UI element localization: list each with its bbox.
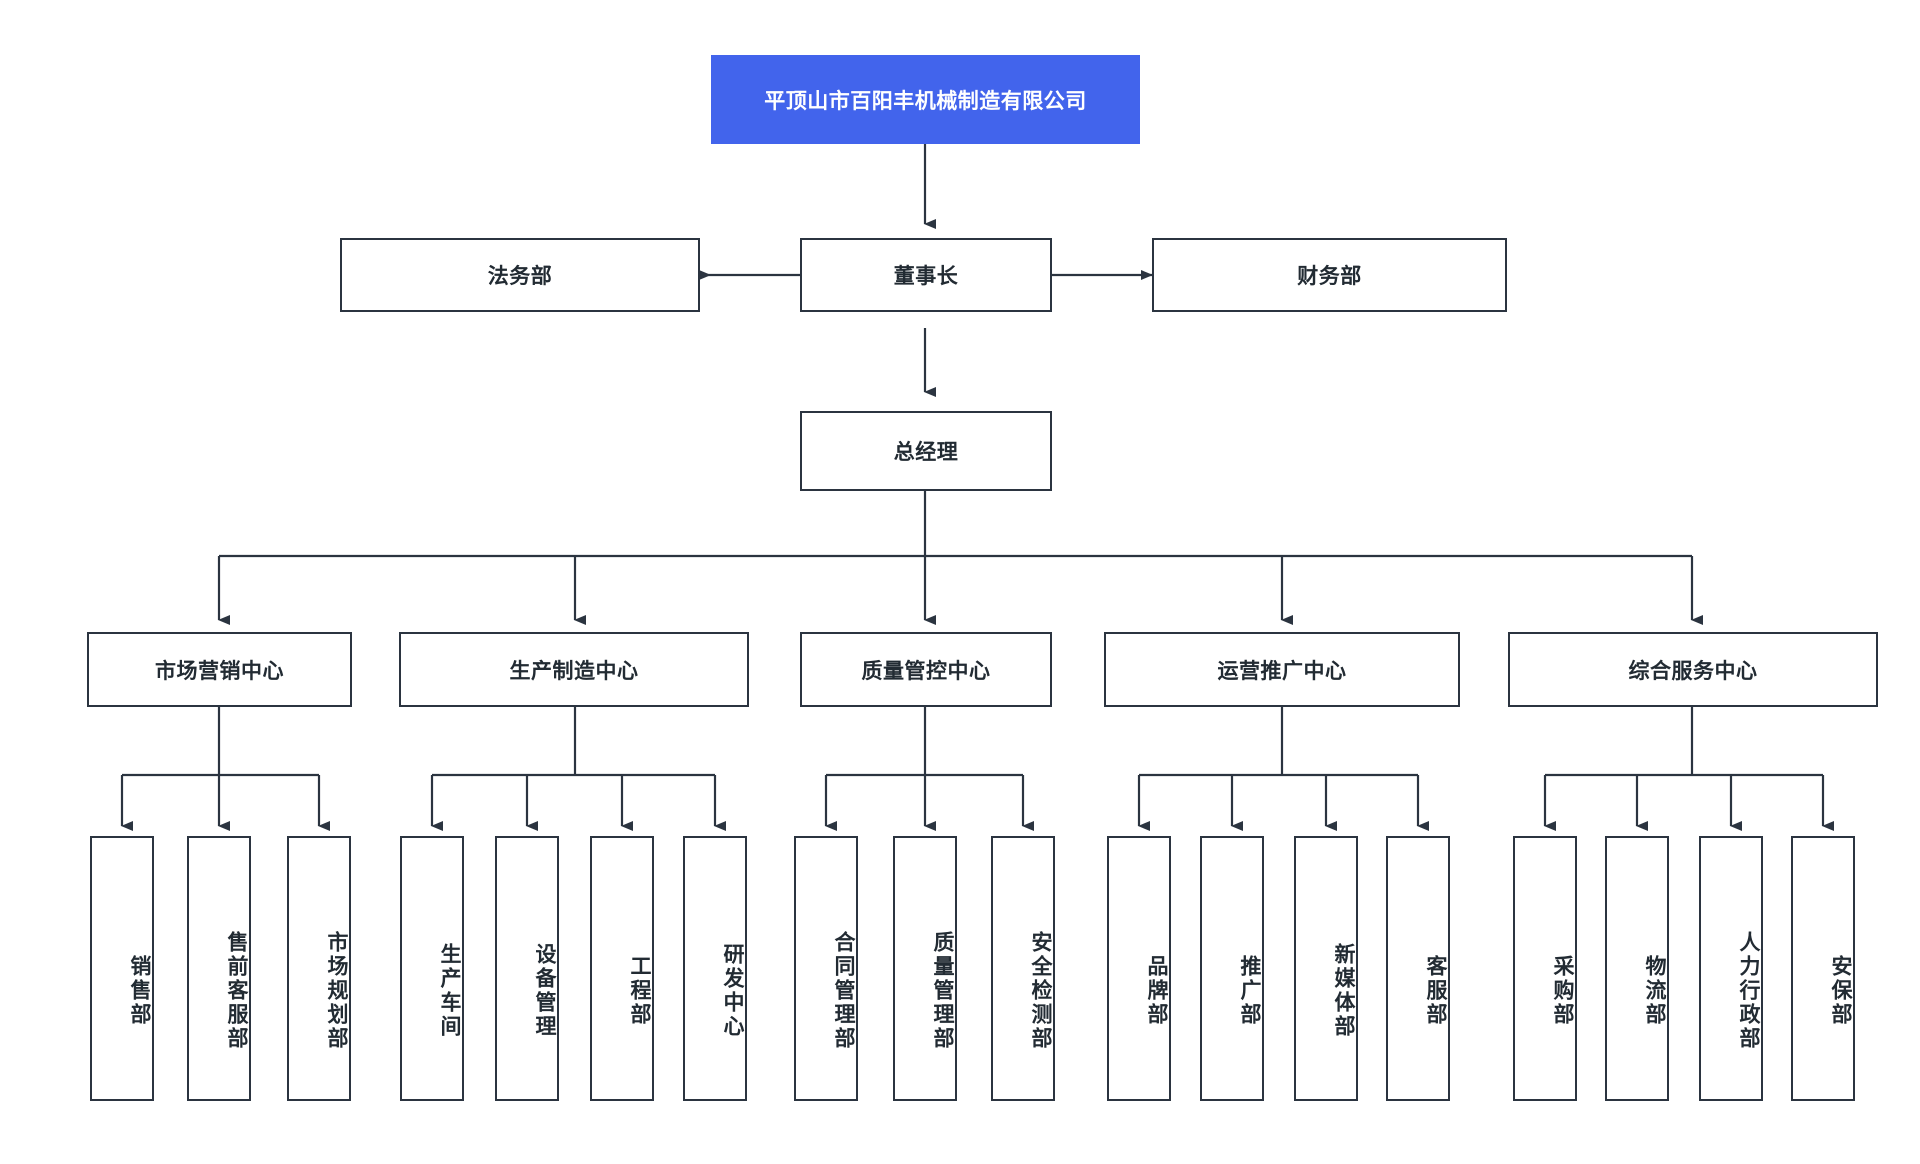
node-dept-security[interactable]: 安保部 <box>1791 836 1855 1101</box>
node-dept-presales-support[interactable]: 售前客服部 <box>187 836 251 1101</box>
node-label: 工程部 <box>628 954 651 1027</box>
node-center-quality[interactable]: 质量管控中心 <box>800 632 1052 707</box>
node-general-manager[interactable]: 总经理 <box>800 411 1052 491</box>
node-label: 品牌部 <box>1145 954 1168 1027</box>
node-label: 市场规划部 <box>325 930 348 1051</box>
node-legal-department[interactable]: 法务部 <box>340 238 700 312</box>
node-label: 生产制造中心 <box>509 659 639 683</box>
node-label: 安保部 <box>1829 954 1852 1027</box>
node-label: 物流部 <box>1643 954 1666 1027</box>
node-dept-equipment-management[interactable]: 设备管理 <box>495 836 559 1101</box>
node-finance-department[interactable]: 财务部 <box>1152 238 1507 312</box>
node-center-manufacturing[interactable]: 生产制造中心 <box>399 632 749 707</box>
node-label: 新媒体部 <box>1332 942 1355 1039</box>
node-label: 财务部 <box>1297 265 1362 288</box>
node-label: 质量管控中心 <box>861 659 991 683</box>
node-label: 市场营销中心 <box>155 659 284 683</box>
node-label: 总经理 <box>893 441 959 464</box>
node-chairman[interactable]: 董事长 <box>800 238 1052 312</box>
node-dept-sales[interactable]: 销售部 <box>90 836 154 1101</box>
node-dept-production-workshop[interactable]: 生产车间 <box>400 836 464 1101</box>
node-label: 客服部 <box>1424 954 1447 1027</box>
node-center-general-services[interactable]: 综合服务中心 <box>1508 632 1878 707</box>
node-dept-brand[interactable]: 品牌部 <box>1107 836 1171 1101</box>
node-label: 质量管理部 <box>931 930 954 1051</box>
node-center-marketing[interactable]: 市场营销中心 <box>87 632 352 707</box>
node-dept-quality-management[interactable]: 质量管理部 <box>893 836 957 1101</box>
node-dept-new-media[interactable]: 新媒体部 <box>1294 836 1358 1101</box>
node-label: 运营推广中心 <box>1217 659 1347 683</box>
node-label: 综合服务中心 <box>1628 659 1758 683</box>
node-center-operations[interactable]: 运营推广中心 <box>1104 632 1460 707</box>
node-dept-promotion[interactable]: 推广部 <box>1200 836 1264 1101</box>
node-company-root[interactable]: 平顶山市百阳丰机械制造有限公司 <box>711 55 1140 144</box>
node-label: 人力行政部 <box>1737 930 1760 1051</box>
node-dept-contract-management[interactable]: 合同管理部 <box>794 836 858 1101</box>
node-label: 合同管理部 <box>832 930 855 1051</box>
node-dept-market-planning[interactable]: 市场规划部 <box>287 836 351 1101</box>
node-label: 推广部 <box>1238 954 1261 1027</box>
node-label: 生产车间 <box>438 942 461 1039</box>
node-label: 设备管理 <box>533 942 556 1039</box>
node-label: 安全检测部 <box>1029 930 1052 1051</box>
node-dept-logistics[interactable]: 物流部 <box>1605 836 1669 1101</box>
node-label: 采购部 <box>1551 954 1574 1027</box>
node-label: 平顶山市百阳丰机械制造有限公司 <box>764 89 1087 113</box>
node-dept-hr-administration[interactable]: 人力行政部 <box>1699 836 1763 1101</box>
node-label: 售前客服部 <box>225 930 248 1051</box>
node-dept-engineering[interactable]: 工程部 <box>590 836 654 1101</box>
node-label: 研发中心 <box>721 942 744 1039</box>
node-label: 销售部 <box>128 954 151 1027</box>
node-label: 董事长 <box>893 265 959 288</box>
node-dept-rnd-center[interactable]: 研发中心 <box>683 836 747 1101</box>
node-dept-customer-service[interactable]: 客服部 <box>1386 836 1450 1101</box>
node-label: 法务部 <box>487 265 553 288</box>
node-dept-procurement[interactable]: 采购部 <box>1513 836 1577 1101</box>
node-dept-safety-inspection[interactable]: 安全检测部 <box>991 836 1055 1101</box>
